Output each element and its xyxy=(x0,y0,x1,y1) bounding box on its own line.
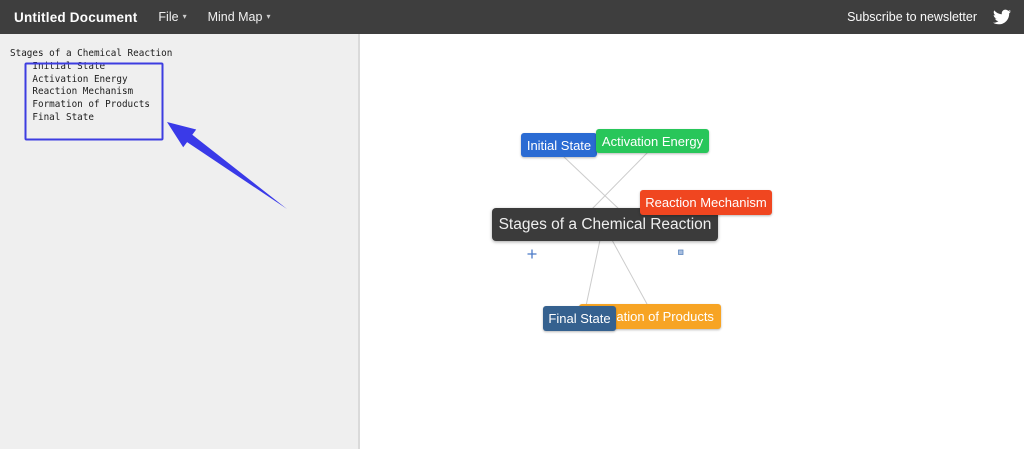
node-initial-state[interactable]: Initial State xyxy=(521,133,597,157)
square-handle-icon[interactable] xyxy=(678,249,684,255)
outline-line-child: Final State xyxy=(10,111,94,123)
connector-activation-energy xyxy=(590,151,649,211)
node-activation-energy[interactable]: Activation Energy xyxy=(596,129,709,153)
menu-file-label: File xyxy=(158,10,179,24)
menu-file[interactable]: File ▾ xyxy=(158,10,186,24)
twitter-bird-glyph xyxy=(993,9,1012,25)
plus-handle-icon[interactable] xyxy=(527,249,537,259)
connector-formation-products xyxy=(611,239,648,305)
connector-initial-state xyxy=(562,155,621,211)
menu-mind-map[interactable]: Mind Map ▾ xyxy=(208,10,271,24)
chevron-down-icon: ▾ xyxy=(266,12,271,21)
document-title[interactable]: Untitled Document xyxy=(14,9,138,25)
connector-final-state xyxy=(585,239,601,307)
chevron-down-icon: ▾ xyxy=(182,12,187,21)
top-bar: Untitled Document File ▾ Mind Map ▾ Subs… xyxy=(0,0,1024,34)
subscribe-newsletter-link[interactable]: Subscribe to newsletter xyxy=(847,10,977,24)
twitter-icon[interactable] xyxy=(989,6,1015,28)
outline-text: Stages of a Chemical Reaction Initial St… xyxy=(10,48,172,125)
mindmap-canvas[interactable]: Formation of Products Final State Initia… xyxy=(362,34,1024,449)
outline-line-root: Stages of a Chemical Reaction xyxy=(10,48,173,59)
node-final-state[interactable]: Final State xyxy=(543,306,616,331)
connector-layer xyxy=(527,151,684,307)
connector-lines xyxy=(562,151,649,307)
outline-line-child: Initial State xyxy=(10,60,106,72)
outline-line-child: Activation Energy xyxy=(10,73,128,85)
pointer-arrow xyxy=(167,122,287,209)
outline-line-child: Formation of Products xyxy=(10,99,150,111)
outline-line-child: Reaction Mechanism xyxy=(10,86,134,98)
outline-editor[interactable]: Stages of a Chemical Reaction Initial St… xyxy=(0,34,360,449)
node-reaction-mechanism[interactable]: Reaction Mechanism xyxy=(640,190,772,215)
menu-mind-map-label: Mind Map xyxy=(207,10,263,24)
